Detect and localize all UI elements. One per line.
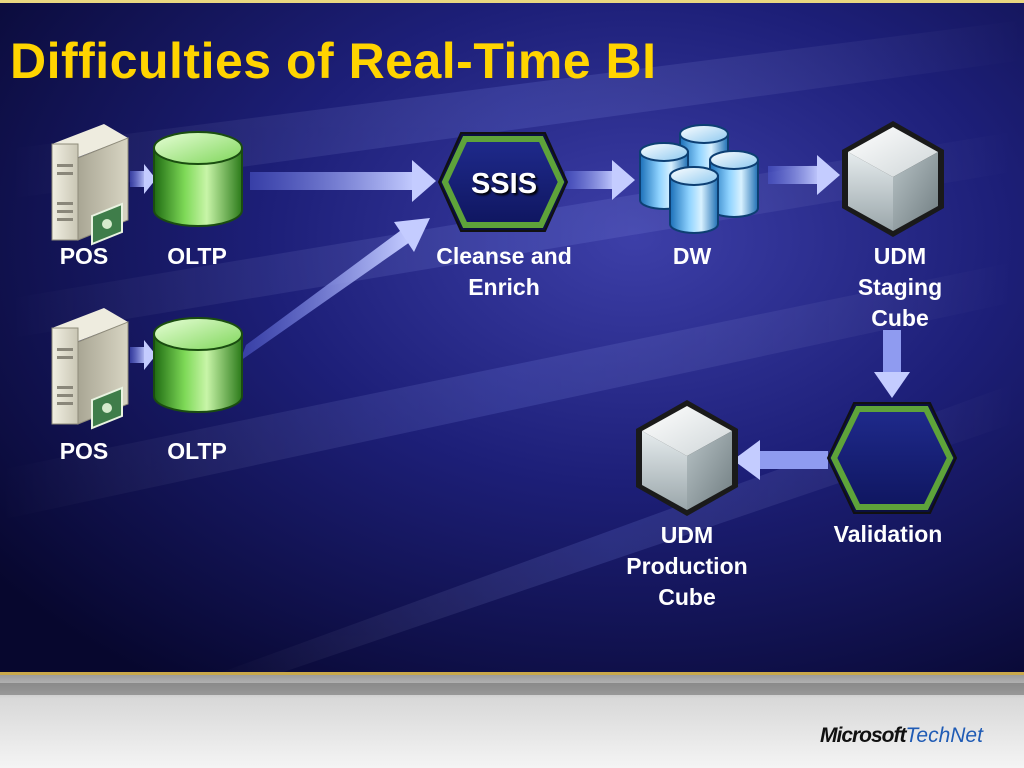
validation-hexagon-icon (826, 402, 958, 514)
pos-server-icon (51, 308, 129, 430)
udm-production-label: UDM Production Cube (612, 520, 762, 613)
dw-label: DW (672, 243, 712, 269)
pos-label: POS (59, 438, 109, 464)
udm-staging-cube-icon (842, 121, 944, 237)
arrow-pos2-to-oltp2 (130, 340, 156, 370)
pos-server-icon (51, 124, 129, 246)
ssis-caption: Cleanse and Enrich (414, 241, 594, 303)
oltp-database-icon (153, 131, 243, 227)
slide-title: Difficulties of Real-Time BI (10, 33, 657, 89)
microsoft-technet-logo: MicrosoftTechNet (820, 724, 983, 748)
arrow-ssis-to-dw (565, 160, 635, 200)
arrow-oltp2-to-ssis (240, 218, 430, 361)
arrow-dw-to-udm-staging (768, 155, 840, 195)
arrow-validation-to-production (733, 440, 828, 480)
arrow-staging-to-validation (874, 330, 910, 398)
udm-staging-line2: Staging (857, 274, 943, 300)
dw-database-cluster-icon (639, 124, 759, 234)
footer-gold-line (0, 672, 1024, 675)
udm-production-line2: Production (626, 553, 748, 579)
top-rule (0, 0, 1024, 3)
udm-production-line1: UDM (660, 522, 714, 548)
udm-staging-label: UDM Staging Cube (830, 241, 970, 334)
udm-staging-line1: UDM (873, 243, 927, 269)
logo-microsoft: Microsoft (820, 724, 906, 747)
udm-production-cube-icon (636, 400, 738, 516)
footer-stripe (0, 683, 1024, 695)
ssis-caption-line2: Enrich (468, 274, 540, 300)
udm-production-line3: Cube (658, 584, 716, 610)
logo-technet: TechNet (905, 724, 983, 747)
ssis-hexagon-icon (437, 132, 569, 232)
validation-label: Validation (833, 521, 943, 547)
oltp-label: OLTP (167, 243, 227, 269)
ssis-caption-line1: Cleanse and (436, 243, 572, 269)
oltp-label: OLTP (167, 438, 227, 464)
pos-label: POS (59, 243, 109, 269)
arrow-pos1-to-oltp1 (130, 164, 156, 194)
oltp-database-icon (153, 317, 243, 413)
udm-staging-line3: Cube (871, 305, 929, 331)
arrow-oltp1-to-ssis (250, 160, 436, 202)
ssis-badge-label: SSIS (470, 168, 538, 200)
